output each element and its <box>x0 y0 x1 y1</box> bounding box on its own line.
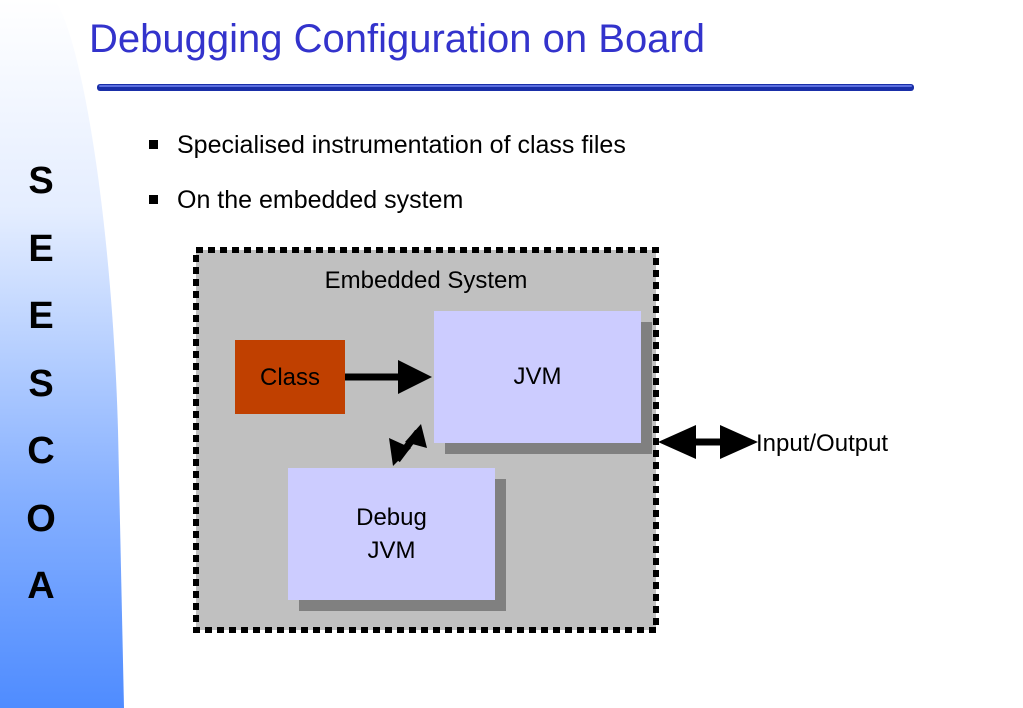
debug-jvm-label-line: Debug <box>356 504 427 531</box>
bullet-marker <box>149 140 158 149</box>
sidebar-letter: E <box>28 295 54 337</box>
debug-jvm-link-head-up <box>405 424 427 448</box>
debug-jvm-label-wrap: Debug JVM <box>288 468 495 600</box>
input-output-label: Input/Output <box>756 429 889 457</box>
sidebar-letter: C <box>27 430 55 472</box>
sidebar-letter: E <box>28 227 54 270</box>
debug-jvm-label-line: JVM <box>367 537 416 564</box>
debug-jvm-link-head-down <box>389 438 411 466</box>
page-title: Debugging Configuration on Board <box>89 17 705 61</box>
io-arrowhead-left <box>658 425 696 459</box>
jvm-label: JVM <box>513 363 562 390</box>
sidebar-letter: S <box>28 362 54 405</box>
bullet-list: Specialised instrumentation of class fil… <box>148 128 626 238</box>
jvm-box <box>434 311 641 443</box>
class-box <box>235 340 345 414</box>
jvm-label-wrap: JVM <box>434 311 641 443</box>
bullet-text: On the embedded system <box>177 186 464 214</box>
embedded-system-label: Embedded System <box>324 266 528 294</box>
bullet-marker <box>149 195 158 204</box>
sidebar-letter: A <box>27 565 55 607</box>
sidebar-letter: S <box>28 160 54 202</box>
bullet-item: On the embedded system <box>148 183 626 238</box>
sidebar-letter: O <box>26 497 56 540</box>
debug-jvm-box <box>288 468 495 600</box>
bullet-text: Specialised instrumentation of class fil… <box>177 131 626 159</box>
class-label: Class <box>259 363 320 391</box>
sidebar-curve <box>0 0 124 708</box>
io-arrowhead-right <box>720 425 758 459</box>
class-to-jvm-arrowhead <box>398 360 432 394</box>
bullet-item: Specialised instrumentation of class fil… <box>148 128 626 183</box>
title-underline <box>97 84 914 91</box>
sidebar-letters: S E E S C O A <box>20 156 62 629</box>
